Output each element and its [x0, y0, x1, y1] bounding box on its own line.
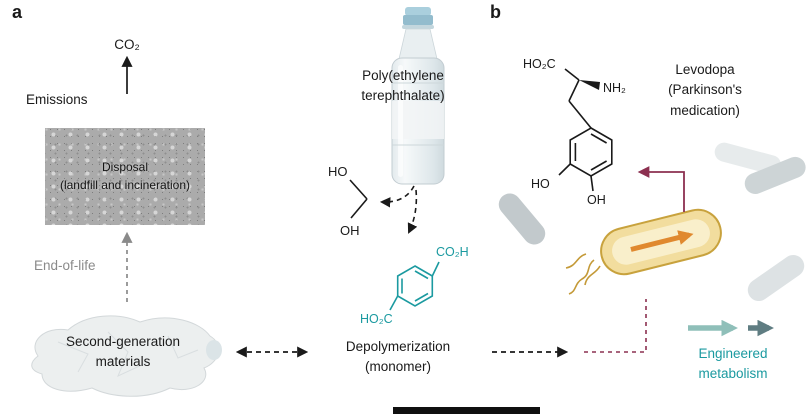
- depolymerization-line2: (monomer): [364, 359, 431, 375]
- bottom-bar: [393, 407, 540, 414]
- water-bottle-illustration: [391, 7, 445, 185]
- disposal-label: Disposal (landfill and incineration): [45, 128, 205, 225]
- crease-line: [167, 335, 199, 359]
- engineered-metabolism-line2: metabolism: [698, 366, 768, 382]
- eg-bond: [349, 179, 368, 200]
- pet-label-line1: Poly(ethylene: [362, 68, 444, 83]
- engineered-metabolism-line1: Engineered: [698, 346, 768, 361]
- crease-line: [57, 341, 89, 373]
- bacterium-gray-faint-top-right: [714, 142, 782, 175]
- levodopa-label-line3: medication): [670, 102, 740, 118]
- flagella: [565, 253, 601, 295]
- crushed-bottle-cap: [206, 340, 222, 360]
- end-of-life-label: End-of-life: [34, 258, 96, 273]
- internal-metabolism-arrow: [630, 230, 694, 252]
- second-generation-label: Second-generation materials: [28, 332, 218, 373]
- monomer-to-bacterium-path: [584, 299, 647, 353]
- tpa-co2h-label: CO₂H: [436, 245, 469, 259]
- levodopa-label-line2: (Parkinson's: [668, 82, 742, 98]
- bacterium-gray-right: [744, 156, 806, 195]
- pet-label-line2: terephthalate): [361, 88, 445, 104]
- levodopa-ho2c-label: HO₂C: [523, 57, 556, 71]
- levodopa-bonds: [558, 68, 613, 192]
- levodopa-oh-label: OH: [587, 193, 606, 207]
- stereo-wedge-bond: [579, 80, 600, 90]
- connectors: [121, 55, 774, 358]
- crease-line: [107, 331, 149, 377]
- levodopa-structure: HO₂C NH₂ HO OH: [523, 57, 626, 207]
- emissions-label: Emissions: [26, 92, 88, 107]
- second-generation-line2: materials: [95, 354, 151, 370]
- ethylene-glycol-structure: HO OH: [328, 164, 368, 238]
- eg-ho-label: HO: [328, 164, 348, 179]
- bacterium-to-levodopa-arrow: [637, 166, 685, 212]
- depolymerization-line1: Depolymerization: [345, 339, 451, 354]
- bottle-to-acid-arrow: [407, 189, 418, 234]
- eg-bond: [350, 198, 368, 219]
- levodopa-nh2-label: NH₂: [603, 81, 626, 95]
- landfill-photo: Disposal (landfill and incineration): [45, 128, 205, 225]
- panel-b-label: b: [490, 2, 501, 22]
- tpa-ho2c-label: HO₂C: [360, 312, 393, 326]
- crushed-bottle-illustration: [31, 315, 222, 397]
- crushed-bottle-body: [31, 315, 219, 397]
- depolymerization-label: Depolymerization (monomer): [318, 337, 478, 378]
- disposal-label-line2: (landfill and incineration): [59, 177, 191, 192]
- bacteria-group: [498, 142, 806, 302]
- levodopa-ho-label: HO: [531, 177, 550, 191]
- second-generation-line1: Second-generation: [65, 334, 181, 349]
- disposal-label-line1: Disposal: [101, 160, 149, 175]
- terephthalic-acid-structure: CO₂H HO₂C: [360, 245, 469, 326]
- levodopa-label-line1: Levodopa: [675, 62, 735, 77]
- engineered-bacterium: [565, 208, 722, 295]
- pet-label: Poly(ethylene terephthalate): [328, 66, 478, 107]
- bottle-cap: [405, 7, 431, 16]
- bottle-highlight: [398, 65, 403, 177]
- levodopa-label: Levodopa (Parkinson's medication): [640, 60, 770, 121]
- engineered-metabolism-label: Engineered metabolism: [678, 344, 788, 385]
- bacterium-gray-left: [498, 193, 546, 245]
- eg-oh-label: OH: [340, 223, 360, 238]
- panel-a-label: a: [12, 2, 23, 22]
- tpa-benzene-ring: [389, 261, 440, 311]
- bottle-to-glycol-arrow: [379, 185, 415, 208]
- co2-label: CO₂: [114, 37, 140, 52]
- bacterium-gray-bottom-right: [747, 254, 805, 302]
- bottle-neck-ring: [402, 25, 434, 29]
- bottle-cap-ring: [403, 15, 433, 25]
